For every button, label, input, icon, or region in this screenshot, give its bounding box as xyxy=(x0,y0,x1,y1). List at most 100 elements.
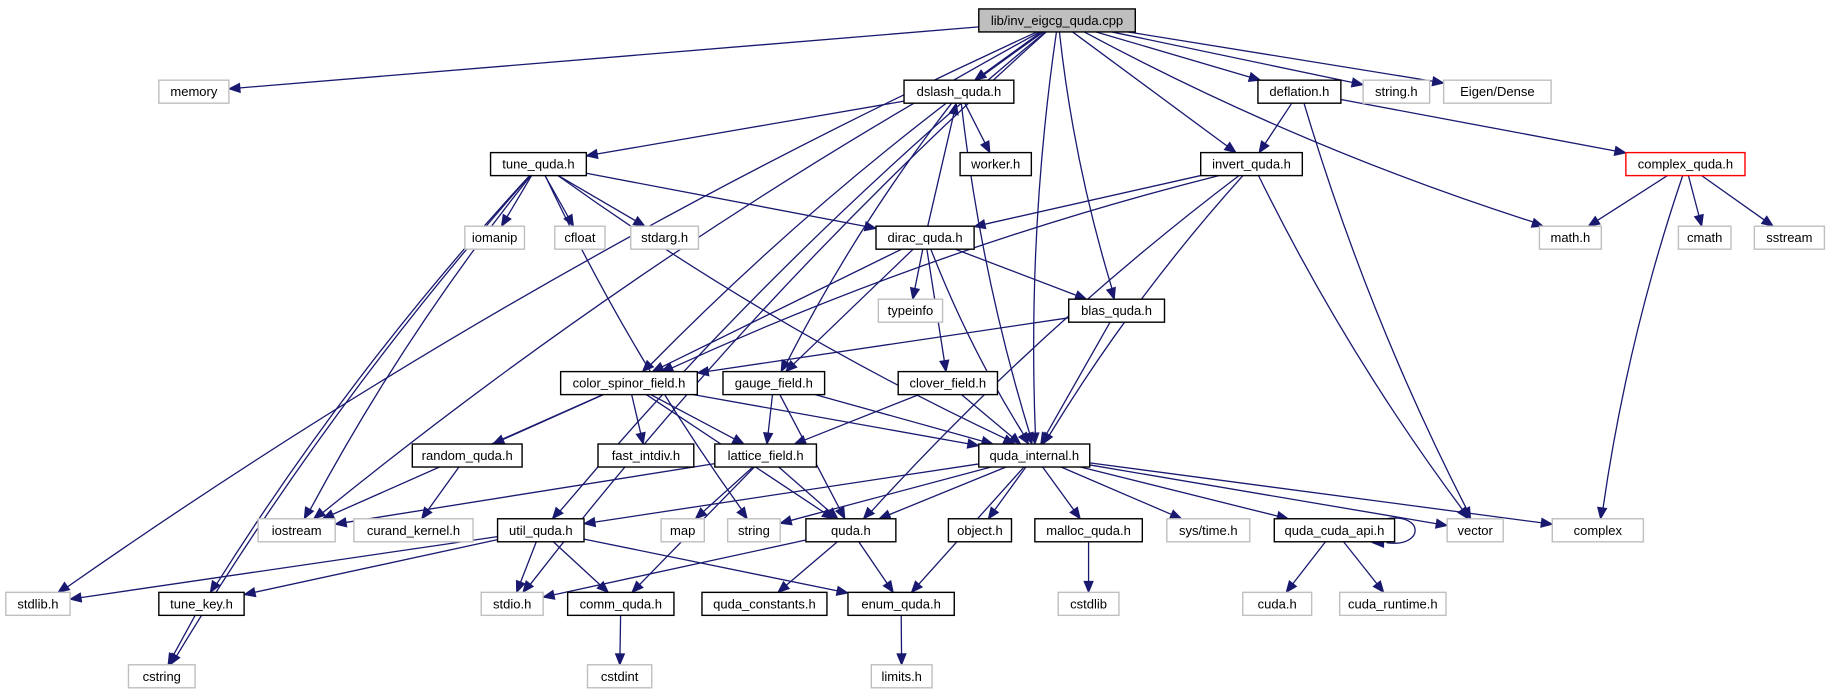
arrowhead-icon xyxy=(948,101,959,116)
node-csf[interactable]: color_spinor_field.h xyxy=(559,370,698,396)
edge-dslash-to-worker xyxy=(964,102,986,144)
node-lattice[interactable]: lattice_field.h xyxy=(714,443,818,468)
node-label: quda_constants.h xyxy=(713,596,816,611)
node-box xyxy=(1166,518,1251,543)
node-cudart: cuda_runtime.h xyxy=(1338,591,1447,617)
edge-internal-to-quda xyxy=(888,466,1007,516)
arrowhead-icon xyxy=(1258,140,1270,154)
arrowhead-icon xyxy=(1017,431,1030,446)
node-random[interactable]: random_quda.h xyxy=(411,443,523,468)
edge-random-to-curand xyxy=(427,466,460,512)
node-label: comm_quda.h xyxy=(580,596,662,611)
edge-invert-to-csf xyxy=(670,174,1219,369)
arrowhead-icon xyxy=(1760,215,1775,227)
node-label: stdlib.h xyxy=(17,596,58,611)
arrowhead-icon xyxy=(694,507,708,520)
node-box xyxy=(257,518,336,543)
node-complex: complex xyxy=(1551,518,1645,543)
edge-invert-to-vector xyxy=(1257,175,1464,511)
arrowhead-icon xyxy=(1168,509,1183,520)
node-quda[interactable]: quda.h xyxy=(805,518,897,543)
node-box xyxy=(1242,591,1313,617)
arrowhead-icon xyxy=(776,580,791,594)
node-box xyxy=(726,518,781,543)
edge-cudaapi-to-cuda xyxy=(1291,541,1327,585)
node-limits: limits.h xyxy=(870,664,933,689)
node-enum[interactable]: enum_quda.h xyxy=(847,591,955,617)
node-iomanip: iomanip xyxy=(464,225,526,250)
edge-root-to-iostream xyxy=(321,31,1041,514)
node-dslash[interactable]: dslash_quda.h xyxy=(903,79,1015,104)
node-iostream: iostream xyxy=(257,518,336,543)
arrowhead-icon xyxy=(1597,506,1608,521)
node-tunekey[interactable]: tune_key.h xyxy=(158,591,245,617)
node-box xyxy=(1257,79,1342,104)
arrowhead-icon xyxy=(834,506,846,520)
node-label: util_quda.h xyxy=(509,523,573,538)
edge-dslash-to-gauge xyxy=(785,102,953,364)
node-label: blas_quda.h xyxy=(1081,303,1152,318)
arrowhead-icon xyxy=(863,221,878,232)
node-constants[interactable]: quda_constants.h xyxy=(701,591,828,617)
edge-csf-to-fastint xyxy=(631,394,642,435)
edge-gauge-to-lattice xyxy=(767,394,774,435)
edge-root-to-invert xyxy=(1072,31,1229,148)
node-deflation[interactable]: deflation.h xyxy=(1257,79,1342,104)
node-blas[interactable]: blas_quda.h xyxy=(1068,298,1166,323)
node-internal[interactable]: quda_internal.h xyxy=(978,443,1091,468)
edge-dirac-to-internal xyxy=(930,248,1025,436)
node-worker[interactable]: worker.h xyxy=(959,151,1033,177)
arrowhead-icon xyxy=(522,580,535,594)
edge-util-to-enum xyxy=(583,538,839,592)
node-box xyxy=(597,443,695,468)
node-box xyxy=(978,8,1136,33)
node-util[interactable]: util_quda.h xyxy=(496,518,585,543)
node-complexq[interactable]: complex_quda.h xyxy=(1625,151,1746,177)
edge-internal-to-cudaapi xyxy=(1080,466,1279,517)
edge-root-to-internal xyxy=(1033,31,1058,435)
node-gauge[interactable]: gauge_field.h xyxy=(722,370,826,396)
node-cudaapi[interactable]: quda_cuda_api.h xyxy=(1273,518,1396,543)
edge-deflation-to-vector xyxy=(1303,103,1468,510)
arrowhead-icon xyxy=(987,506,1000,520)
edge-dirac-to-blas xyxy=(955,248,1078,297)
node-label: cstdlib xyxy=(1070,596,1107,611)
node-label: fast_intdiv.h xyxy=(612,448,680,463)
node-tune[interactable]: tune_quda.h xyxy=(489,151,588,177)
node-label: iomanip xyxy=(472,230,518,245)
node-dirac[interactable]: dirac_quda.h xyxy=(875,225,975,250)
node-box xyxy=(1338,591,1447,617)
node-label: iostream xyxy=(272,523,322,538)
edge-root-to-csf xyxy=(649,31,1044,366)
node-stdarg: stdarg.h xyxy=(630,225,700,250)
node-label: quda_internal.h xyxy=(989,448,1079,463)
arrowhead-icon xyxy=(909,286,921,301)
node-map: map xyxy=(660,518,706,543)
node-label: cuda.h xyxy=(1258,596,1297,611)
node-box xyxy=(1034,518,1144,543)
node-label: quda_cuda_api.h xyxy=(1285,523,1385,538)
node-box xyxy=(586,664,653,689)
node-box xyxy=(1446,518,1504,543)
node-invert[interactable]: invert_quda.h xyxy=(1200,151,1304,177)
arrowhead-icon xyxy=(784,359,798,373)
node-label: limits.h xyxy=(881,669,921,684)
arrowhead-icon xyxy=(551,506,564,520)
node-root[interactable]: lib/inv_eigcg_quda.cpp xyxy=(978,8,1136,33)
node-box xyxy=(870,664,933,689)
arrowhead-icon xyxy=(896,653,907,667)
node-box xyxy=(489,151,588,177)
arrowhead-icon xyxy=(1613,145,1628,156)
node-sstream: sstream xyxy=(1753,225,1826,250)
node-object[interactable]: object.h xyxy=(947,518,1013,543)
edge-root-to-stdio xyxy=(529,31,1047,586)
edge-invert-to-dirac xyxy=(983,174,1201,226)
arrowhead-icon xyxy=(1693,213,1704,228)
arrowhead-icon xyxy=(862,506,876,520)
node-clover[interactable]: clover_field.h xyxy=(897,370,999,396)
node-fastint[interactable]: fast_intdiv.h xyxy=(597,443,695,468)
node-box xyxy=(480,591,544,617)
node-string: string xyxy=(726,518,781,543)
node-malloc[interactable]: malloc_quda.h xyxy=(1034,518,1144,543)
node-comm[interactable]: comm_quda.h xyxy=(566,591,675,617)
